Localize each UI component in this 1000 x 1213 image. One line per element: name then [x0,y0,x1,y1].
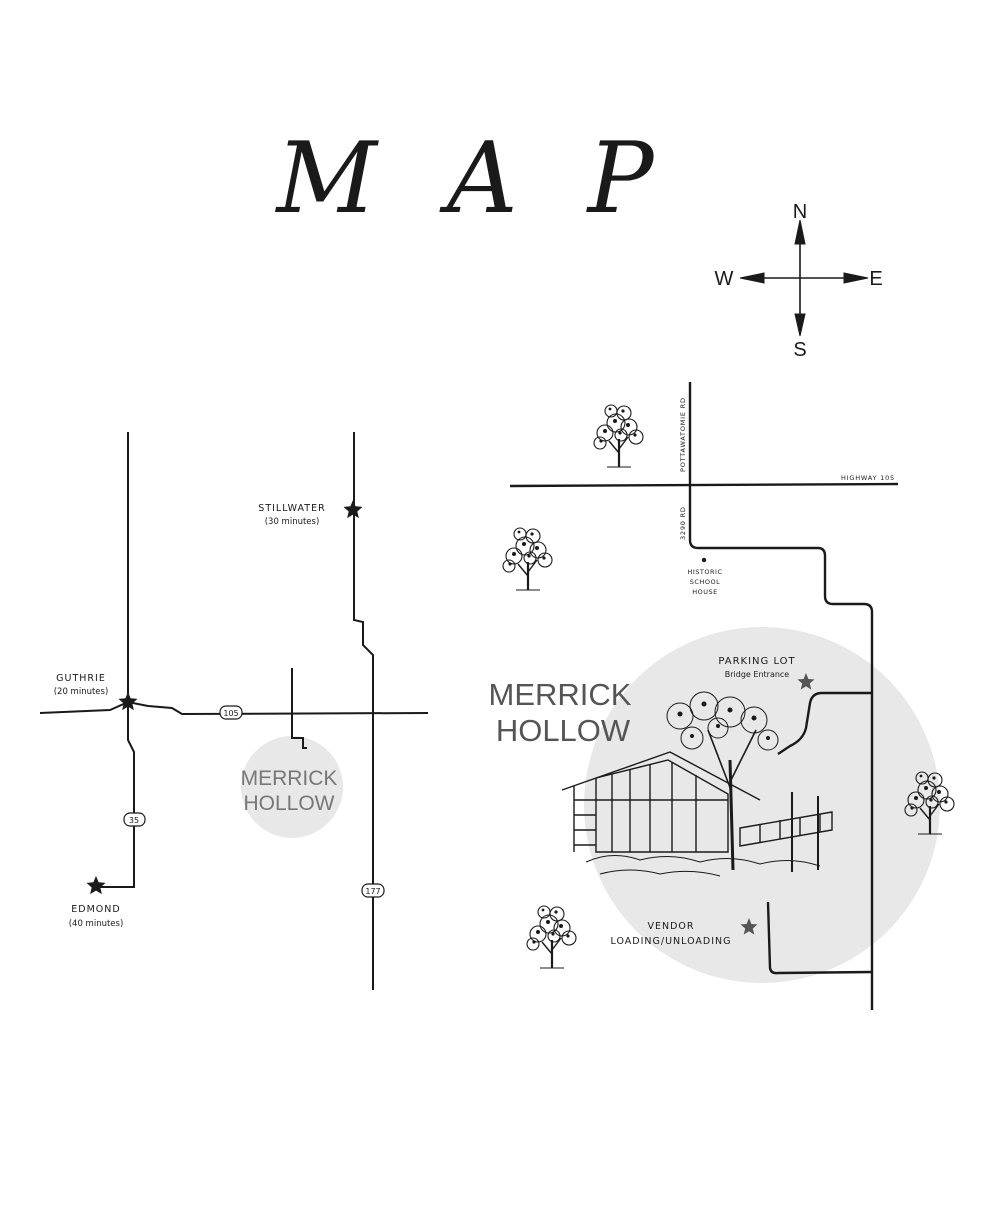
city-name-stillwater: STILLWATER [258,503,325,514]
regional-venue-name-line2: HOLLOW [243,792,334,815]
city-time-stillwater: (30 minutes) [265,517,320,527]
compass-south-label: S [793,339,806,361]
compass-north-label: N [793,201,807,223]
city-time-edmond: (40 minutes) [69,919,124,929]
parking-lot-title: PARKING LOT [718,656,795,667]
star-icon [86,876,106,895]
road-label-highway-105: HIGHWAY 105 [841,474,895,482]
svg-text:35: 35 [129,816,139,825]
regional-venue-circle [241,736,343,838]
svg-text:105: 105 [223,709,238,718]
compass-rose-icon [739,219,869,337]
page-title: MAP [274,122,723,236]
compass-west-label: W [715,268,734,290]
road-label-pottawatomie: POTTAWATOMIE RD [679,397,687,472]
tree-icon [525,904,578,970]
site-venue-name-line1: MERRICK [489,677,632,712]
tree-icon [592,403,645,469]
regional-roads [39,432,429,990]
route-shield-177: 177 [361,883,385,898]
landmark-label-line2: SCHOOL [690,578,720,586]
city-name-edmond: EDMOND [71,904,120,915]
road-label-3290: 3290 RD [679,506,687,540]
site-roads [509,382,899,1010]
school-house-marker [701,557,707,563]
route-shield-35: 35 [123,812,146,827]
compass-east-label: E [869,268,882,290]
landmark-label-line3: HOUSE [692,588,718,596]
regional-venue-name-line1: MERRICK [241,767,338,790]
svg-text:177: 177 [365,887,380,896]
landmark-label-line1: HISTORIC [688,568,723,576]
vendor-label-line2: LOADING/UNLOADING [611,936,732,947]
star-icon [118,692,138,711]
regional-map: 105 35 177 STILLWATER (30 minutes) GUTHR… [39,432,429,990]
star-icon [343,500,363,519]
route-shield-105: 105 [219,705,243,720]
city-name-guthrie: GUTHRIE [56,673,106,684]
venue-building-icon [561,691,833,877]
parking-lot-subtitle: Bridge Entrance [725,670,790,679]
tree-icon [501,526,554,592]
site-venue-circle [584,627,940,983]
star-icon [740,918,758,935]
star-icon [797,673,815,690]
site-map: POTTAWATOMIE RD HIGHWAY 105 3290 RD HIST… [489,382,956,1010]
vendor-label-line1: VENDOR [647,921,694,932]
city-time-guthrie: (20 minutes) [54,687,109,697]
site-venue-name-line2: HOLLOW [496,713,631,748]
